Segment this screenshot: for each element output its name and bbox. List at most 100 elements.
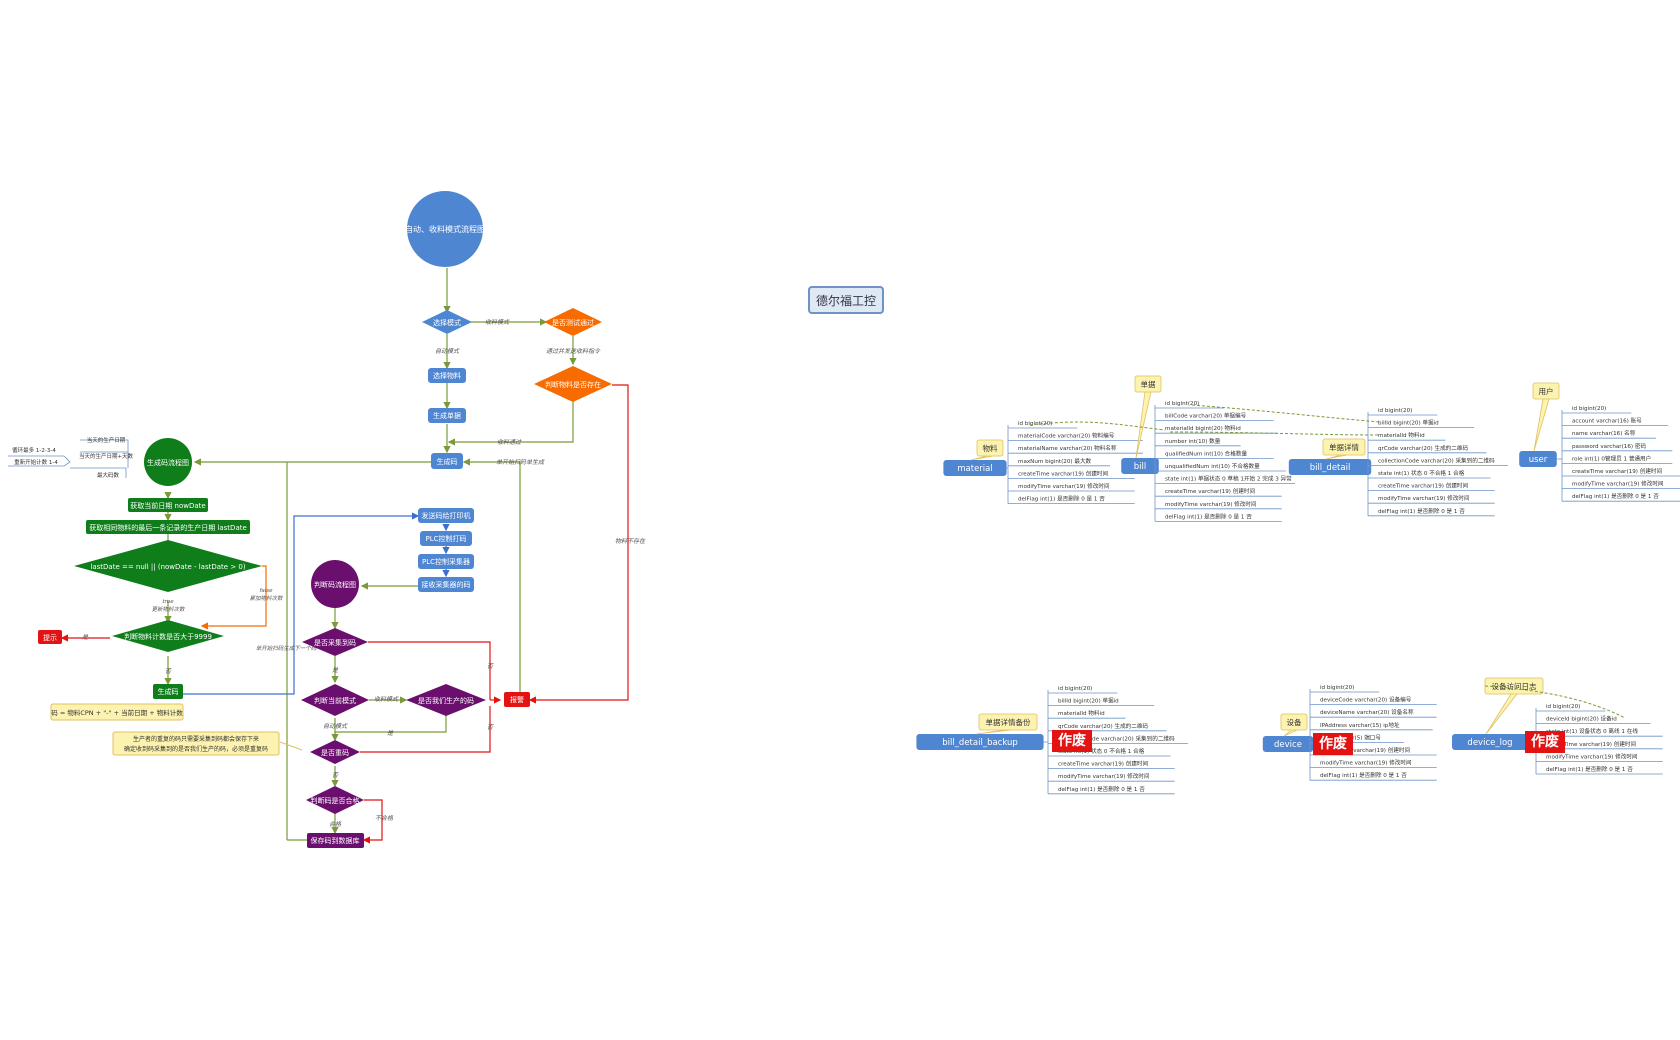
edge-label-true-desc: 更新物料次数 xyxy=(151,606,186,613)
field-bracket xyxy=(1043,690,1049,794)
mindmap-title: 德尔福工控 xyxy=(808,286,884,314)
condition-decision: lastDate == null || (nowDate - lastDate … xyxy=(74,540,262,592)
table-field: createTime varchar(19) 创建时间 xyxy=(1165,487,1256,495)
is-collected-decision: 是否采集到码 xyxy=(302,628,368,656)
svg-text:选择模式: 选择模式 xyxy=(433,318,461,327)
table-tag xyxy=(1322,438,1366,456)
is-test-decision: 是否测试通过 xyxy=(544,308,602,336)
table-tag xyxy=(978,713,1038,731)
alarm-node: 报警 xyxy=(504,692,530,707)
note-date2: 当天的生产日期+天数 xyxy=(79,452,134,460)
table-field: qrCode varchar(20) 生成的二维码 xyxy=(1058,722,1148,730)
table-field: state int(1) 状态 0 不合格 1 合格 xyxy=(1058,747,1145,755)
table-field: deviceName varchar(20) 设备名称 xyxy=(1320,708,1414,716)
note-date1: 当天的生产日期 xyxy=(87,436,126,444)
count-check-decision: 判断物料计数是否大于9999 xyxy=(112,620,224,652)
edge-label-recv-pass: 收料通过 xyxy=(497,438,522,446)
table-field: modifyTime varchar(19) 修改时间 xyxy=(1165,500,1257,508)
field-bracket xyxy=(1367,412,1372,516)
table-name: bill_detail_backup xyxy=(942,738,1018,748)
svg-text:是否采集到码: 是否采集到码 xyxy=(314,638,356,647)
tag-pointer xyxy=(1485,693,1518,735)
note-max: 最大码数 xyxy=(97,471,120,479)
table-tag xyxy=(976,439,1004,457)
table-field: modifyTime varchar(19) 修改时间 xyxy=(1546,752,1638,760)
relation-material-detail xyxy=(1169,431,1381,436)
edge-label-no-gen: 否 xyxy=(165,668,172,675)
table-field: materialId 物料id xyxy=(1378,431,1425,439)
relation-device-log xyxy=(1484,685,1626,719)
svg-text:是否我们生产的码: 是否我们生产的码 xyxy=(418,696,474,705)
table-field: state int(1) 单据状态 0 草稿 1开始 2 完成 3 异常 xyxy=(1165,475,1292,483)
table-field: id bigint(20) xyxy=(1572,406,1606,412)
get-last-node: 获取相同物料的最后一条记录的生产日期 lastDate xyxy=(86,520,250,534)
is-repeat-decision: 是否重码 xyxy=(310,740,360,764)
table-field: id bigint(20) xyxy=(1058,686,1092,692)
svg-text:PLC控制采集器: PLC控制采集器 xyxy=(422,557,470,566)
svg-text:生成码: 生成码 xyxy=(437,457,458,466)
table-name: device xyxy=(1274,740,1302,750)
edge-label-yes-hint: 是 xyxy=(82,634,89,641)
svg-text:是否测试通过: 是否测试通过 xyxy=(552,318,594,327)
table-field: modifyTime varchar(19) 修改时间 xyxy=(1058,772,1150,780)
svg-text:码 = 物料CPN + "-" + 当前日期 + 物料计数: 码 = 物料CPN + "-" + 当前日期 + 物料计数 xyxy=(51,708,183,717)
repeat-note-line1: 生产者的重复的码只需要采集到码都会保存下来 xyxy=(133,735,259,743)
formula-note: 码 = 物料CPN + "-" + 当前日期 + 物料计数 xyxy=(50,703,184,721)
table-field: createTime varchar(19) 创建时间 xyxy=(1018,469,1109,477)
table-field: collectionCode varchar(20) 采集到的二维码 xyxy=(1378,456,1495,464)
table-field: materialCode varchar(20) 物料编号 xyxy=(1018,432,1115,440)
table-field: delFlag int(1) 是否删除 0 是 1 否 xyxy=(1165,512,1252,520)
void-badge-backup: 作废 xyxy=(1052,730,1092,752)
edge-label-material-missing: 物料不存在 xyxy=(615,537,646,545)
repeat-note: 生产者的重复的码只需要采集到码都会保存下来 确定收到码采集到的是否我们生产的码，… xyxy=(112,731,280,756)
svg-text:lastDate == null || (nowDate -: lastDate == null || (nowDate - lastDate … xyxy=(90,563,245,571)
table-field: delFlag int(1) 是否删除 0 是 1 否 xyxy=(1058,785,1145,793)
table-field: id bigint(20) xyxy=(1165,401,1199,407)
tag-pointer xyxy=(1533,398,1550,452)
table-name: device_log xyxy=(1467,738,1512,748)
table-field: materialId bigint(20) 物料id xyxy=(1165,424,1241,432)
svg-text:获取当前日期 nowDate: 获取当前日期 nowDate xyxy=(130,501,205,510)
edge-label-next-line: 单开始扫码生成下一个码 xyxy=(256,645,317,652)
svg-text:判断物料计数是否大于9999: 判断物料计数是否大于9999 xyxy=(124,632,212,641)
table-tag xyxy=(1532,382,1560,400)
edge-label-test-pass: 通过并发送收料指令 xyxy=(546,347,601,355)
svg-text:获取相同物料的最后一条记录的生产日期 lastDate: 获取相同物料的最后一条记录的生产日期 lastDate xyxy=(89,523,247,532)
field-bracket xyxy=(1556,410,1563,502)
table-field: delFlag int(1) 是否删除 0 是 1 否 xyxy=(1378,507,1465,515)
table-field: IPAddress varchar(15) ip地址 xyxy=(1320,721,1400,729)
svg-text:保存码到数据库: 保存码到数据库 xyxy=(311,836,360,845)
table-node xyxy=(1121,458,1159,474)
table-field: createTime varchar(19) 创建时间 xyxy=(1378,482,1469,490)
tag-pointer xyxy=(970,455,994,461)
gen-code2-node: 生成码 xyxy=(153,684,183,699)
edge-label-true: true xyxy=(162,599,174,605)
edge-label-recv-mode: 收料模式 xyxy=(485,318,510,326)
edge-label-auto-mode: 自动模式 xyxy=(435,347,460,355)
plc-print-node: PLC控制打码 xyxy=(420,531,472,546)
table-field: role int(1) 0管理员 1 普通用户 xyxy=(1572,454,1651,462)
table-tag-label: 单据 xyxy=(1141,379,1157,389)
edge-label-false: false xyxy=(259,588,273,594)
table-tag-label: 物料 xyxy=(983,443,998,453)
table-name: bill xyxy=(1134,462,1146,472)
table-field: billCode varchar(20) 单据编号 xyxy=(1165,412,1247,420)
table-field: deviceCode varchar(20) 设备编号 xyxy=(1320,696,1412,704)
table-tag xyxy=(1280,713,1308,731)
table-field: qrCode varchar(20) 生成的二维码 xyxy=(1378,444,1468,452)
table-node xyxy=(1452,734,1528,750)
table-field: password varchar(16) 密码 xyxy=(1572,442,1646,450)
svg-text:是否重码: 是否重码 xyxy=(321,749,349,757)
svg-text:生成码: 生成码 xyxy=(158,687,179,696)
table-field: billId bigint(20) 单据id xyxy=(1058,697,1119,705)
is-ours-decision: 是否我们生产的码 xyxy=(406,684,486,716)
judge-mode-decision: 判断当前模式 xyxy=(301,684,369,716)
edge-label-no-ours: 否 xyxy=(487,724,494,731)
svg-text:选择物料: 选择物料 xyxy=(433,371,461,380)
connectors xyxy=(8,268,629,844)
